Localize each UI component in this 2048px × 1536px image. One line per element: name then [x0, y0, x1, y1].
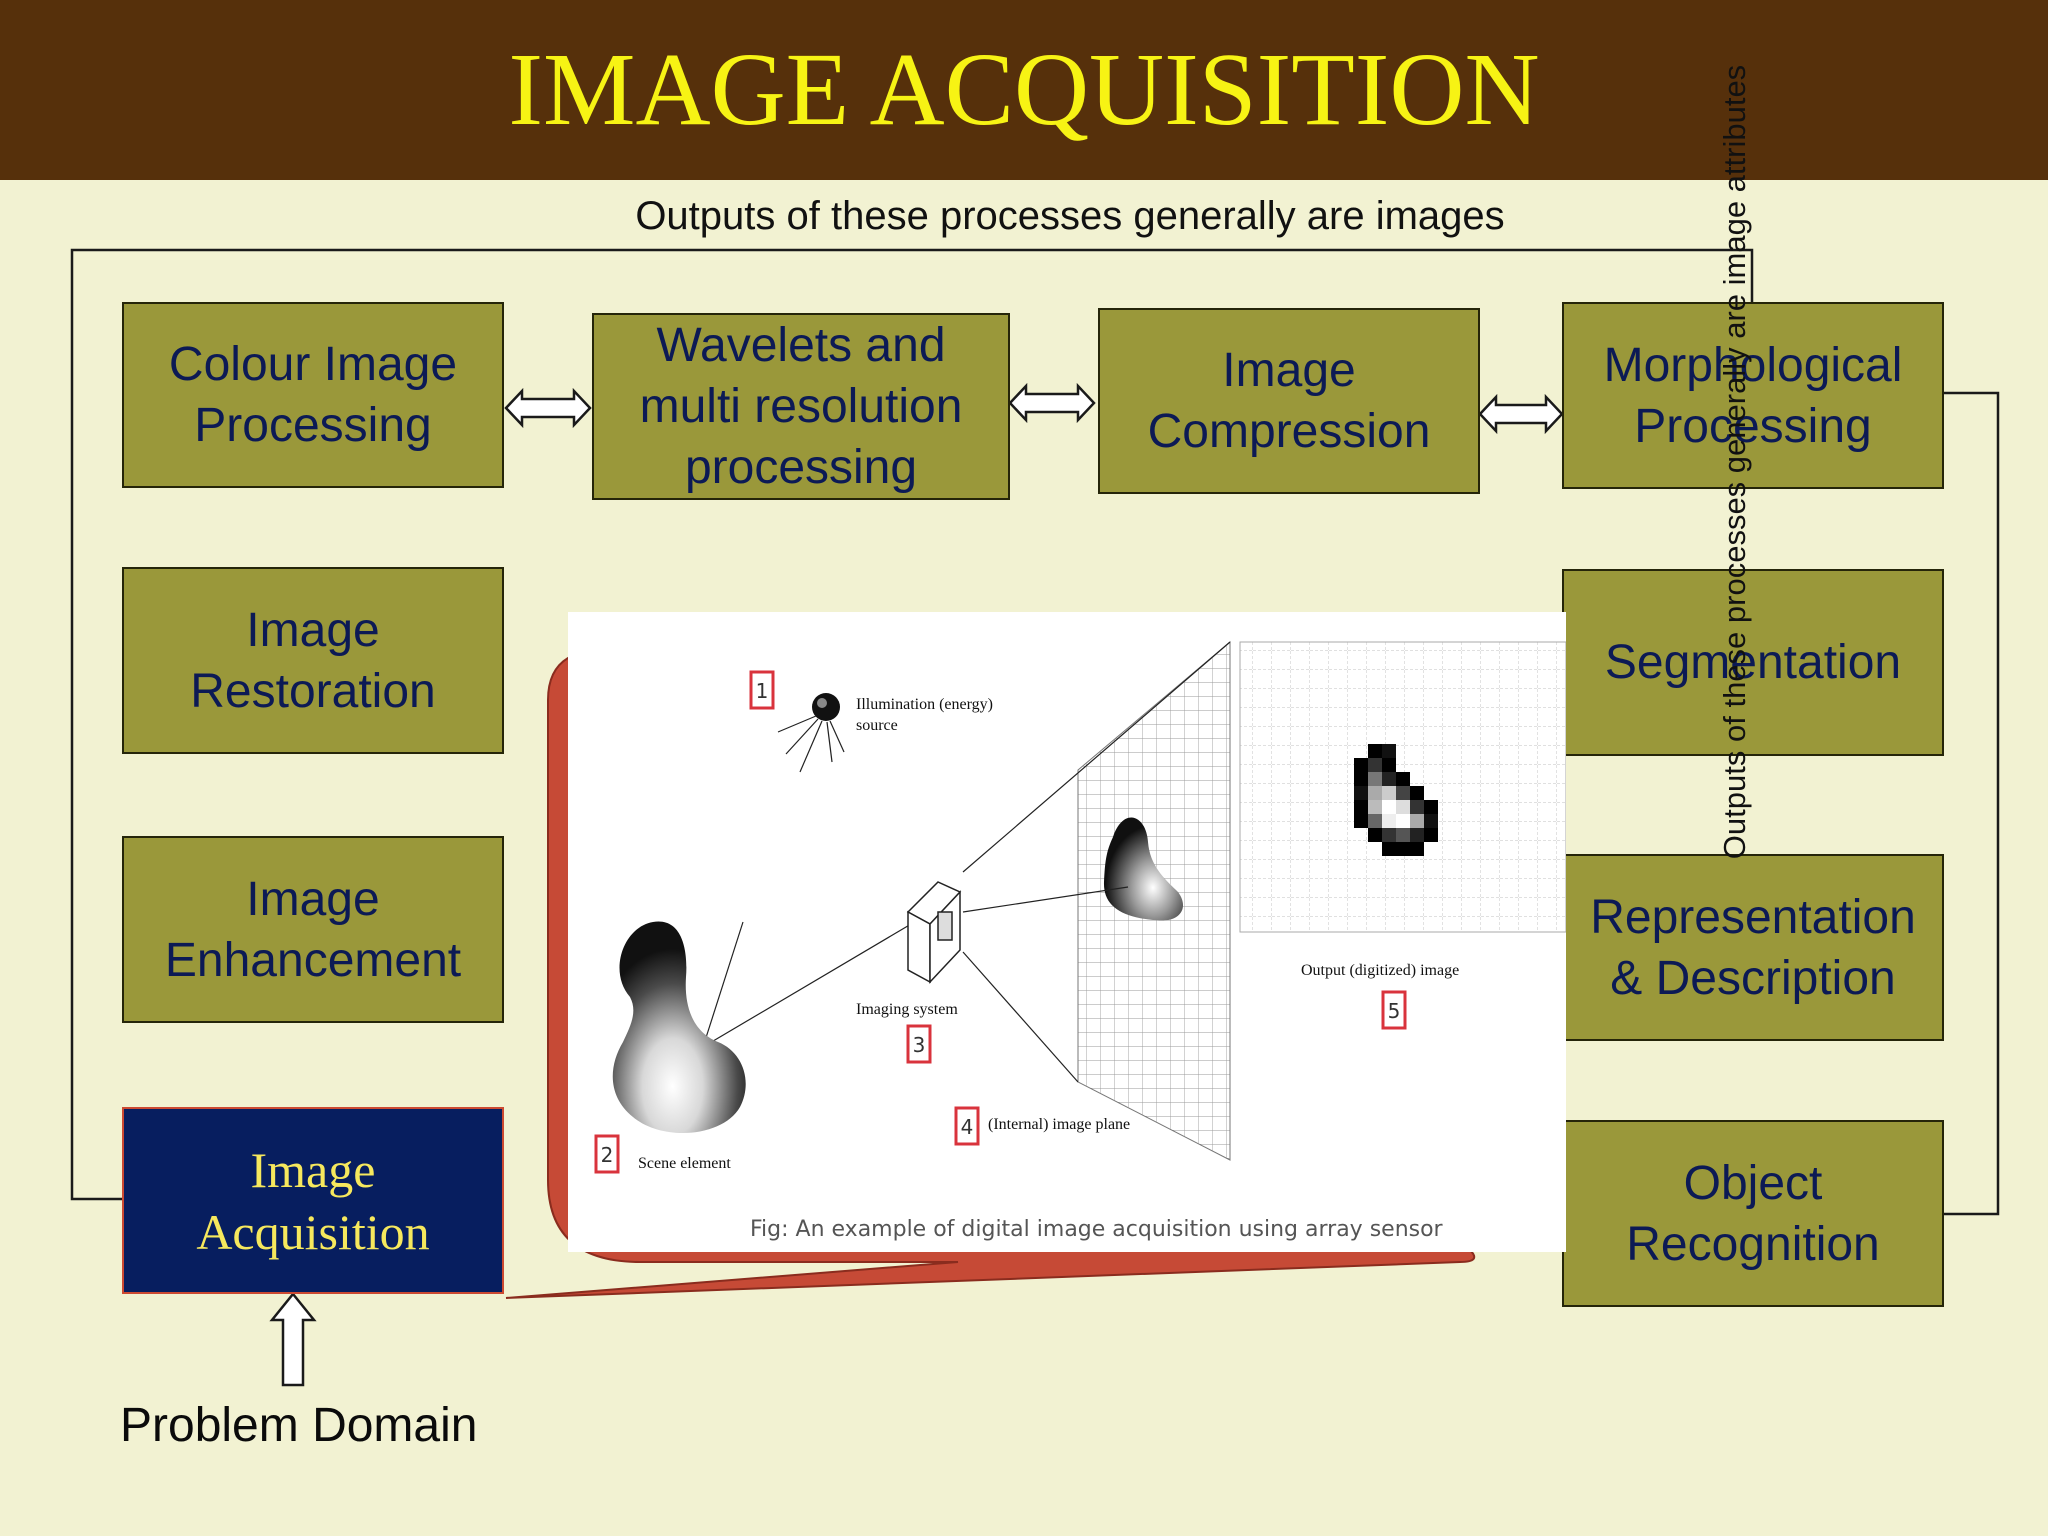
image-output-loop-line: [70, 248, 1754, 1201]
image-plane-label: (Internal) image plane: [988, 1116, 1130, 1133]
slide-title: IMAGE ACQUISITION: [508, 32, 1540, 147]
scene-element-label: Scene element: [638, 1155, 731, 1172]
problem-domain-label: Problem Domain: [120, 1399, 478, 1452]
tag-2-number: 2: [601, 1143, 614, 1167]
up-arrow-icon: [269, 1292, 317, 1387]
image-restoration-box: Image Restoration: [122, 567, 504, 754]
tag-3: [906, 1024, 932, 1064]
object-recognition-box: Object Recognition: [1562, 1120, 1944, 1307]
illumination-source-icon: [812, 693, 840, 721]
tag-3-number: 3: [913, 1033, 926, 1057]
projection-rays: [702, 641, 1231, 1083]
light-rays-icon: [777, 715, 845, 773]
digitized-blob: [1354, 744, 1438, 856]
imaging-system-label: Imaging system: [856, 1001, 958, 1018]
top-caption: Outputs of these processes generally are…: [635, 194, 1505, 238]
double-arrow-icon: [1478, 393, 1564, 435]
image-enhancement-box: Image Enhancement: [122, 836, 504, 1023]
tag-1-number: 1: [756, 679, 769, 703]
illumination-label-2: source: [856, 717, 898, 734]
colour-image-processing-box: Colour Image Processing: [122, 302, 504, 488]
imaging-system-icon: [906, 881, 962, 984]
tag-4-number: 4: [961, 1115, 974, 1139]
tag-2: [594, 1134, 620, 1174]
image-acquisition-box: Image Acquisition: [122, 1107, 504, 1294]
side-caption: Outputs of these processes generally are…: [1717, 64, 1752, 860]
double-arrow-icon: [504, 387, 592, 429]
illumination-label: Illumination (energy): [856, 696, 993, 713]
title-bar: [0, 0, 2048, 180]
acquisition-figure: Illumination (energy) source Output (dig…: [568, 612, 1566, 1252]
figure-caption: Fig: An example of digital image acquisi…: [750, 1217, 1444, 1242]
tag-4: [954, 1106, 980, 1146]
tag-5-number: 5: [1388, 999, 1401, 1023]
morphological-processing-box: Morphological Processing: [1562, 302, 1944, 489]
attribute-output-bracket-line: [1943, 391, 2000, 1216]
image-compression-box: Image Compression: [1098, 308, 1480, 494]
plane-image-blob: [1103, 817, 1184, 921]
output-image-label: Output (digitized) image: [1301, 962, 1459, 979]
tag-1: [749, 670, 775, 710]
double-arrow-icon: [1008, 382, 1096, 424]
wavelets-box: Wavelets and multi resolution processing: [592, 313, 1010, 500]
representation-description-box: Representation & Description: [1562, 854, 1944, 1041]
scene-element-blob: [612, 921, 746, 1134]
tag-5: [1381, 990, 1407, 1030]
